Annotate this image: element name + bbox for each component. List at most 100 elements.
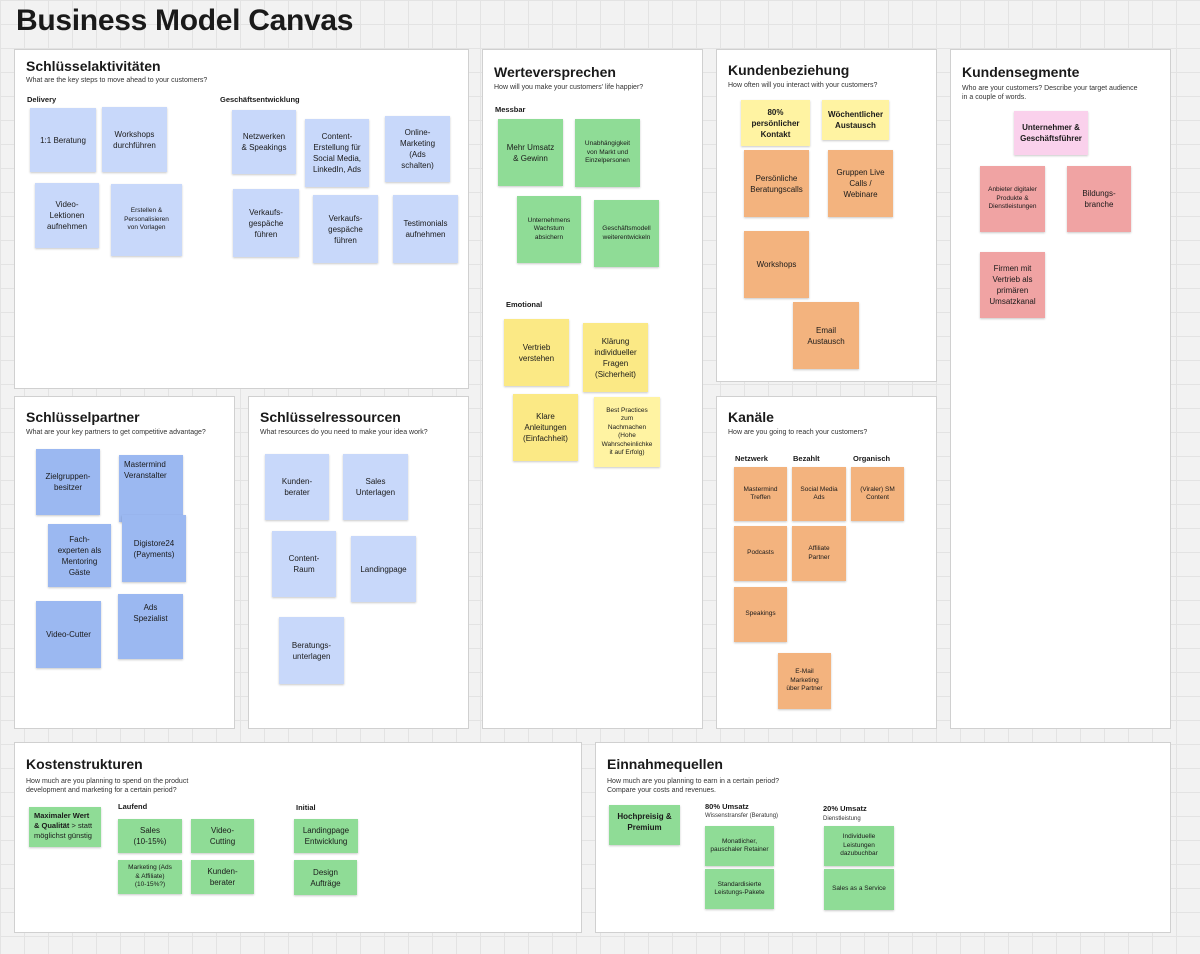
section-label-geschaeftsentwicklung: Geschäftsentwicklung	[220, 95, 300, 104]
note-bold-text: Maximaler Wert & Qualität	[34, 811, 90, 830]
section-label-messbar: Messbar	[495, 105, 526, 114]
section-label-emotional: Emotional	[506, 300, 543, 309]
note-text: > statt möglichst günstig	[34, 821, 93, 840]
panel-title: Kundensegmente	[962, 64, 1080, 80]
sticky-note[interactable]: Online- Marketing (Ads schalten)	[385, 116, 450, 182]
panel-subtitle: What are your key partners to get compet…	[26, 429, 206, 436]
panel-kundenbeziehung[interactable]: Kundenbeziehung How often will you inter…	[716, 49, 937, 382]
section-label-organisch: Organisch	[853, 454, 891, 463]
sticky-note[interactable]: Bildungs- branche	[1067, 166, 1131, 232]
panel-kostenstrukturen[interactable]: Kostenstrukturen How much are you planni…	[14, 742, 582, 933]
section-sublabel-80: Wissenstransfer (Beratung)	[705, 813, 779, 819]
sticky-note[interactable]: Klärung individueller Fragen (Sicherheit…	[583, 323, 648, 392]
sticky-note[interactable]: Marketing (Ads & Affiliate) (10-15%?)	[118, 860, 182, 894]
panel-kanaele[interactable]: Kanäle How are you going to reach your c…	[716, 396, 937, 729]
sticky-note[interactable]: Monatlicher, pauschaler Retainer	[705, 826, 774, 866]
panel-schluesselressourcen[interactable]: Schlüsselressourcen What resources do yo…	[248, 396, 469, 729]
panel-schluesselaktivitaeten[interactable]: Schlüsselaktivitäten What are the key st…	[14, 49, 469, 389]
sticky-note[interactable]: Gruppen Live Calls / Webinare	[828, 150, 893, 217]
sticky-note[interactable]: Persönliche Beratungscalls	[744, 150, 809, 217]
panel-subtitle: How are you going to reach your customer…	[728, 429, 868, 436]
section-label-initial: Initial	[296, 803, 316, 812]
panel-einnahmequellen[interactable]: Einnahmequellen How much are you plannin…	[595, 742, 1171, 933]
sticky-note[interactable]: Fach- experten als Mentoring Gäste	[48, 524, 111, 587]
sticky-note[interactable]: Mastermind Treffen	[734, 467, 787, 521]
sticky-note[interactable]: Social Media Ads	[792, 467, 846, 521]
sticky-note[interactable]: Landingpage	[351, 536, 416, 602]
sticky-note[interactable]: Email Austausch	[793, 302, 859, 369]
sticky-note[interactable]: Kunden- berater	[191, 860, 254, 894]
sticky-note[interactable]: Wöchentlicher Austausch	[822, 100, 889, 140]
section-sublabel-20: Dienstleistung	[823, 816, 861, 822]
sticky-note[interactable]: Digistore24 (Payments)	[122, 515, 186, 582]
sticky-note[interactable]: Firmen mit Vertrieb als primären Umsatzk…	[980, 252, 1045, 318]
sticky-note[interactable]: 1:1 Beratung	[30, 108, 96, 172]
sticky-note[interactable]: (Viraler) SM Content	[851, 467, 904, 521]
panel-kundensegmente[interactable]: Kundensegmente Who are your customers? D…	[950, 49, 1171, 729]
sticky-note[interactable]: Best Practices zum Nachmachen (Hohe Wahr…	[594, 397, 660, 467]
sticky-note[interactable]: Anbieter digitaler Produkte & Dienstleis…	[980, 166, 1045, 232]
panel-title: Schlüsselpartner	[26, 409, 140, 425]
canvas-title: Business Model Canvas	[16, 4, 354, 37]
section-label-80-umsatz: 80% Umsatz	[705, 802, 749, 811]
sticky-note[interactable]: Speakings	[734, 587, 787, 642]
sticky-note[interactable]: Verkaufs- gespäche führen	[313, 195, 378, 263]
sticky-note[interactable]: Testimonials aufnehmen	[393, 195, 458, 263]
sticky-note[interactable]: Standardisierte Leistungs-Pakete	[705, 869, 774, 909]
section-label-netzwerk: Netzwerk	[735, 454, 768, 463]
sticky-note[interactable]: Sales (10-15%)	[118, 819, 182, 853]
sticky-note[interactable]: Design Aufträge	[294, 860, 357, 895]
sticky-note[interactable]: Workshops durchführen	[102, 107, 167, 172]
sticky-note[interactable]: Content- Raum	[272, 531, 336, 597]
sticky-note[interactable]: Content- Erstellung für Social Media, Li…	[305, 119, 369, 187]
panel-subtitle: How much are you planning to spend on th…	[26, 778, 189, 794]
panel-title: Schlüsselressourcen	[260, 409, 401, 425]
panel-subtitle: How often will you interact with your cu…	[728, 82, 878, 89]
sticky-note[interactable]: Unabhängigkeit von Markt und Einzelperso…	[575, 119, 640, 187]
panel-title: Schlüsselaktivitäten	[26, 58, 161, 74]
panel-werteversprechen[interactable]: Werteversprechen How will you make your …	[482, 49, 703, 729]
sticky-note[interactable]: Mehr Umsatz & Gewinn	[498, 119, 563, 186]
sticky-note[interactable]: Individuelle Leistungen dazubuchbar	[824, 826, 894, 866]
panel-title: Kundenbeziehung	[728, 62, 850, 78]
sticky-note[interactable]: Affiliate Partner	[792, 526, 846, 581]
panel-subtitle: How much are you planning to earn in a c…	[607, 778, 779, 794]
sticky-note[interactable]: Kunden- berater	[265, 454, 329, 520]
section-label-delivery: Delivery	[27, 95, 57, 104]
section-label-bezahlt: Bezahlt	[793, 454, 820, 463]
section-label-laufend: Laufend	[118, 802, 148, 811]
sticky-note[interactable]: Podcasts	[734, 526, 787, 581]
sticky-note[interactable]: E-Mail Marketing über Partner	[778, 653, 831, 709]
sticky-note[interactable]: 80% persönlicher Kontakt	[741, 100, 810, 146]
sticky-note[interactable]: Video-Cutter	[36, 601, 101, 668]
sticky-note[interactable]: Klare Anleitungen (Einfachheit)	[513, 394, 578, 461]
sticky-note[interactable]: Video- Cutting	[191, 819, 254, 853]
panel-subtitle: What resources do you need to make your …	[260, 429, 428, 436]
panel-title: Kostenstrukturen	[26, 756, 143, 772]
sticky-note[interactable]: Ads Spezialist	[118, 594, 183, 659]
sticky-note[interactable]: Sales Unterlagen	[343, 454, 408, 520]
section-label-20-umsatz: 20% Umsatz	[823, 804, 867, 813]
panel-title: Werteversprechen	[494, 64, 616, 80]
sticky-note[interactable]: Unternehmer & Geschäftsführer	[1014, 111, 1088, 155]
sticky-note[interactable]: Unternehmens Wachstum absichern	[517, 196, 581, 263]
sticky-note[interactable]: Beratungs- unterlagen	[279, 617, 344, 684]
sticky-note[interactable]: Hochpreisig & Premium	[609, 805, 680, 845]
sticky-note[interactable]: Video- Lektionen aufnehmen	[35, 183, 99, 248]
sticky-note[interactable]: Erstellen & Personalisieren von Vorlagen	[111, 184, 182, 256]
sticky-note[interactable]: Geschäftsmodell weiterentwickeln	[594, 200, 659, 267]
panel-subtitle: What are the key steps to move ahead to …	[26, 77, 208, 84]
sticky-note[interactable]: Zielgruppen- besitzer	[36, 449, 100, 515]
panel-title: Kanäle	[728, 409, 774, 425]
sticky-note[interactable]: Vertrieb verstehen	[504, 319, 569, 386]
sticky-note[interactable]: Verkaufs- gespäche führen	[233, 189, 299, 257]
sticky-note[interactable]: Sales as a Service	[824, 869, 894, 910]
sticky-note[interactable]: Mastermind Veranstalter	[119, 455, 183, 522]
sticky-note[interactable]: Workshops	[744, 231, 809, 298]
panel-subtitle: How will you make your customers' life h…	[494, 84, 644, 91]
sticky-note[interactable]: Netzwerken & Speakings	[232, 110, 296, 174]
panel-title: Einnahmequellen	[607, 756, 723, 772]
panel-schluesselpartner[interactable]: Schlüsselpartner What are your key partn…	[14, 396, 235, 729]
sticky-note[interactable]: Maximaler Wert & Qualität > statt möglic…	[29, 807, 101, 847]
sticky-note[interactable]: Landingpage Entwicklung	[294, 819, 358, 853]
